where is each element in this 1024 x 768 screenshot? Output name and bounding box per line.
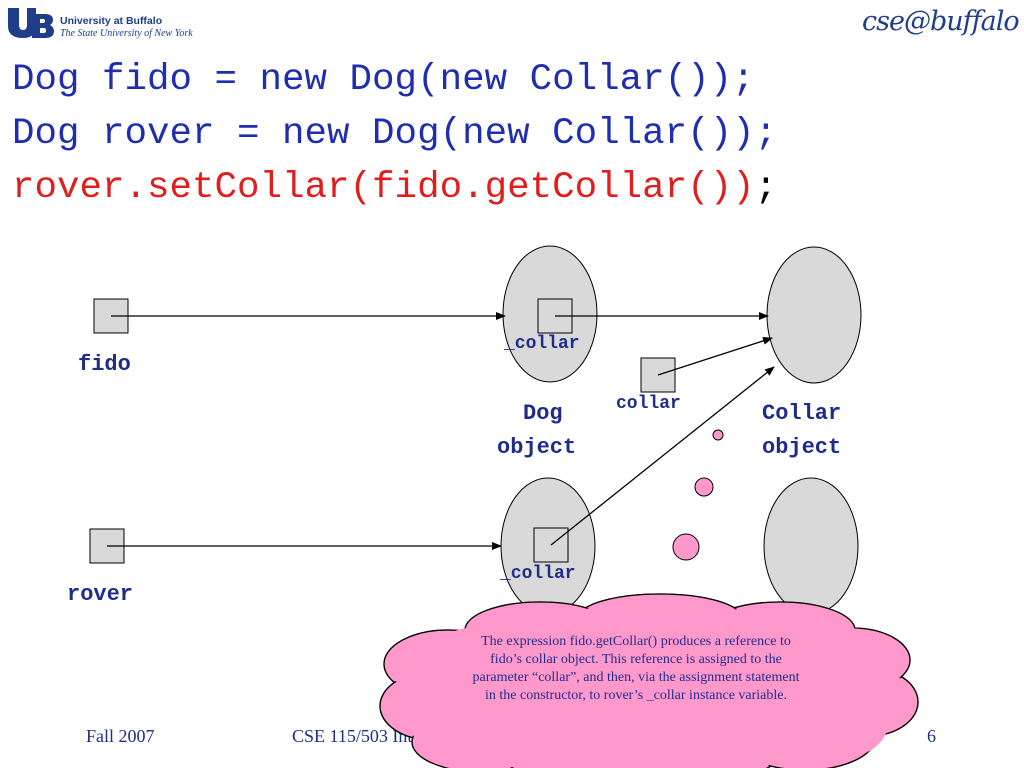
thought-bubble-dot	[672, 533, 700, 561]
university-name: University at Buffalo	[60, 15, 163, 27]
thought-bubble-dot	[712, 429, 724, 441]
dog-object-label-line2: object	[497, 435, 577, 460]
university-tagline: The State University of New York	[60, 28, 193, 39]
ub-logo: University at Buffalo The State Universi…	[8, 8, 208, 44]
rover-collar-reference-arrow	[550, 366, 775, 546]
code-line-3-call: rover.setCollar(fido.getCollar())	[12, 167, 755, 209]
rover-collar-field-label: _collar	[500, 564, 576, 584]
code-line-3: rover.setCollar(fido.getCollar());	[12, 167, 778, 209]
rover-label: rover	[67, 582, 134, 607]
thought-bubble-dot	[694, 477, 714, 497]
cse-buffalo-logo: cse@buffalo	[862, 6, 1020, 37]
footer-page-number: 6	[927, 726, 936, 746]
fido-label: fido	[78, 352, 131, 377]
code-line-2: Dog rover = new Dog(new Collar());	[12, 113, 778, 155]
footer-term: Fall 2007	[86, 726, 155, 746]
collar-object-label-line1: Collar	[762, 401, 842, 426]
callout-text: The expression fido.getCollar() produces…	[472, 634, 800, 703]
code-line-3-semicolon: ;	[754, 167, 778, 209]
collar-object-label-line2: object	[762, 435, 842, 460]
ub-logo-icon	[8, 8, 54, 38]
collar-parameter-label: collar	[616, 394, 681, 414]
dog-object-label-line1: Dog	[523, 401, 563, 426]
code-line-1: Dog fido = new Dog(new Collar());	[12, 59, 755, 101]
fido-collar-field-label: _collar	[504, 334, 580, 354]
collar-parameter-arrow	[657, 336, 773, 376]
